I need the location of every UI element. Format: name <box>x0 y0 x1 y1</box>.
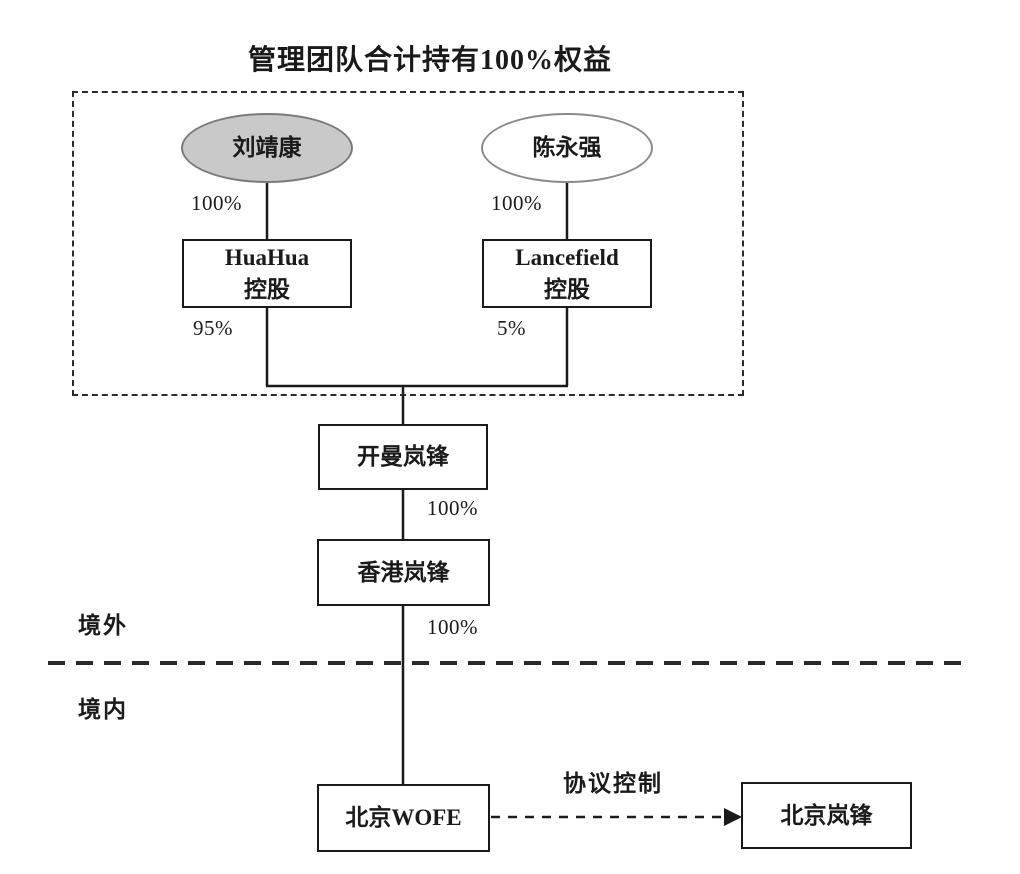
node-chen-yongqiang: 陈永强 <box>481 113 653 183</box>
pct-liu-to-huahua: 100% <box>191 191 242 215</box>
contractual-control-label: 协议控制 <box>563 771 663 796</box>
node-hongkong-lanfeng-label: 香港岚锋 <box>357 559 450 585</box>
node-liu-jingkang: 刘靖康 <box>181 113 353 183</box>
node-huahua-holdings-suffix: 控股 <box>244 276 290 302</box>
region-onshore-label: 境内 <box>78 697 128 722</box>
node-chen-yongqiang-label: 陈永强 <box>532 135 602 161</box>
node-lancefield-holdings-name: Lancefield <box>515 245 619 271</box>
node-hongkong-lanfeng: 香港岚锋 <box>317 539 490 606</box>
diagram-title: 管理团队合计持有100%权益 <box>247 45 612 76</box>
node-beijing-lanfeng: 北京岚锋 <box>741 782 912 849</box>
management-team-group-box <box>72 91 744 396</box>
node-lancefield-holdings-suffix: 控股 <box>544 276 590 302</box>
node-huahua-holdings-name: HuaHua <box>224 245 310 271</box>
region-offshore-label: 境外 <box>78 613 128 638</box>
pct-hk-to-wofe: 100% <box>427 615 478 639</box>
pct-lancefield-to-cayman: 5% <box>497 316 526 340</box>
node-beijing-wofe: 北京WOFE <box>317 784 490 852</box>
node-lancefield-holdings: Lancefield 控股 <box>482 239 652 308</box>
node-liu-jingkang-label: 刘靖康 <box>232 135 302 161</box>
pct-huahua-to-cayman: 95% <box>193 316 233 340</box>
pct-chen-to-lancefield: 100% <box>491 191 542 215</box>
node-beijing-lanfeng-label: 北京岚锋 <box>780 802 873 828</box>
node-huahua-holdings: HuaHua 控股 <box>182 239 352 308</box>
node-beijing-wofe-label: 北京WOFE <box>345 805 462 831</box>
node-cayman-lanfeng: 开曼岚锋 <box>318 424 488 490</box>
node-cayman-lanfeng-label: 开曼岚锋 <box>357 444 449 470</box>
pct-cayman-to-hk: 100% <box>427 496 478 520</box>
